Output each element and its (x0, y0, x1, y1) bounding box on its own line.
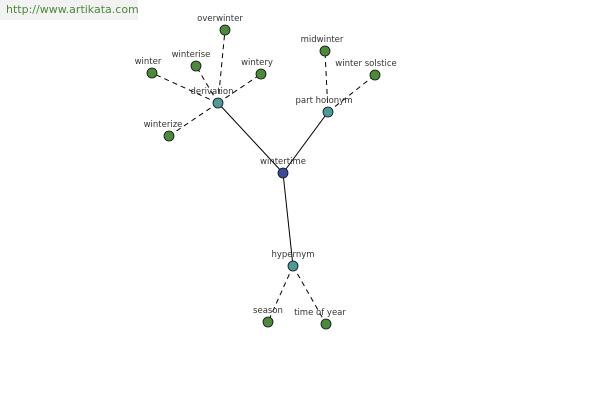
graph-edges (151, 29, 376, 325)
node-season-label: season (253, 306, 283, 316)
node-winter-solstice-dot[interactable] (369, 69, 381, 81)
node-time-of-year-label: time of year (294, 308, 346, 318)
edge-derivation-to-winterize (168, 102, 219, 137)
site-url-banner[interactable]: http://www.artikata.com (0, 0, 139, 20)
node-hypernym-label: hypernym (271, 250, 314, 260)
edge-derivation-to-winterise (195, 65, 219, 104)
node-derivation-dot[interactable] (212, 97, 224, 109)
node-midwinter[interactable]: midwinter (301, 35, 344, 57)
node-wintertime[interactable]: wintertime (260, 157, 306, 179)
edge-hypernym-to-time-of-year (292, 265, 327, 325)
node-part-holonym-label: part holonym (296, 96, 353, 106)
node-time-of-year-dot[interactable] (320, 318, 332, 330)
graph-nodes: wintertime derivation part holonym hypernym… (135, 14, 397, 330)
edge-hypernym-to-season (267, 265, 294, 323)
node-season-dot[interactable] (262, 316, 274, 328)
node-part-holonym[interactable]: part holonym (296, 96, 353, 118)
node-winterize-label: winterize (144, 120, 183, 130)
node-wintertime-dot[interactable] (277, 167, 289, 179)
edge-part-holonym-to-winter-solstice (327, 74, 376, 113)
node-winter-solstice[interactable]: winter solstice (335, 59, 397, 81)
edge-wintertime-to-hypernym (282, 172, 294, 267)
node-winterise[interactable]: winterise (172, 50, 211, 72)
node-winterise-label: winterise (172, 50, 211, 60)
node-derivation[interactable]: derivation (190, 87, 234, 109)
edge-derivation-to-overwinter (217, 29, 226, 104)
node-hypernym-dot[interactable] (287, 260, 299, 272)
edge-wintertime-to-part-holonym (282, 111, 329, 174)
node-time-of-year[interactable]: time of year (294, 308, 346, 330)
edge-part-holonym-to-midwinter (324, 50, 329, 113)
node-wintery-dot[interactable] (255, 68, 267, 80)
node-winter-solstice-label: winter solstice (335, 59, 396, 69)
node-derivation-label: derivation (190, 87, 233, 97)
node-winter[interactable]: winter (135, 57, 162, 79)
node-wintery[interactable]: wintery (241, 58, 273, 80)
node-winterise-dot[interactable] (190, 60, 202, 72)
node-overwinter[interactable]: overwinter (197, 14, 243, 36)
node-midwinter-label: midwinter (301, 35, 344, 45)
edge-derivation-to-winter (151, 72, 219, 104)
node-winter-dot[interactable] (146, 67, 158, 79)
node-winterize[interactable]: winterize (144, 120, 183, 142)
node-season[interactable]: season (253, 306, 283, 328)
edge-wintertime-to-derivation (217, 102, 284, 174)
node-hypernym[interactable]: hypernym (271, 250, 315, 272)
node-overwinter-dot[interactable] (219, 24, 231, 36)
node-winterize-dot[interactable] (163, 130, 175, 142)
node-midwinter-dot[interactable] (319, 45, 331, 57)
node-part-holonym-dot[interactable] (322, 106, 334, 118)
node-winter-label: winter (135, 57, 162, 67)
node-wintertime-label: wintertime (260, 157, 306, 167)
node-overwinter-label: overwinter (197, 14, 243, 24)
node-wintery-label: wintery (241, 58, 273, 68)
